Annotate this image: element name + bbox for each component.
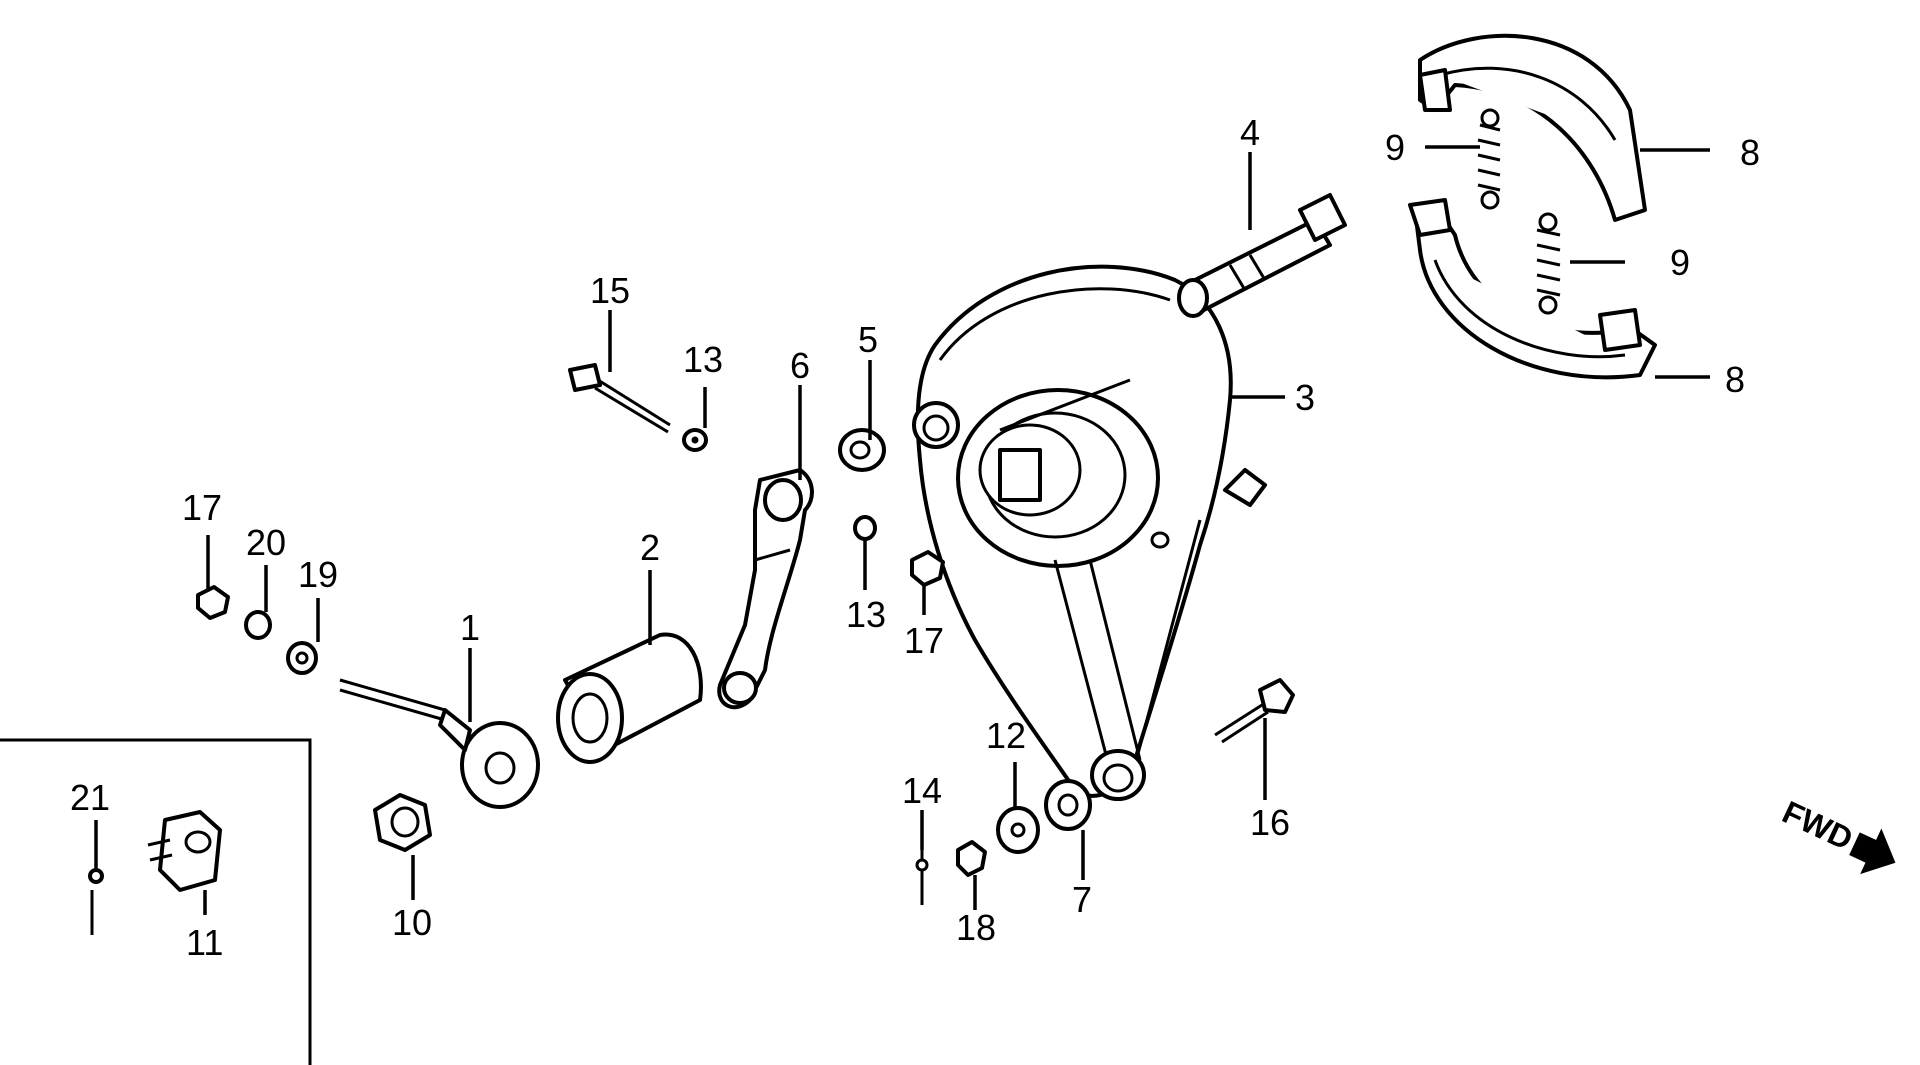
callout-7: 7	[1072, 879, 1092, 920]
washer-part-12	[996, 806, 1040, 854]
callout-20: 20	[246, 522, 286, 563]
callout-3: 3	[1295, 377, 1315, 418]
bolt-part-16	[1214, 678, 1295, 744]
brake-arm-part-6	[717, 468, 814, 710]
callout-labels: 1 2 3 4 5 6 7 8 8 9 9 10 11 12 13 13 14 …	[70, 112, 1760, 963]
switch-part-11	[147, 810, 222, 892]
chain-adjuster-part-1	[339, 678, 540, 809]
callout-15: 15	[590, 270, 630, 311]
leader-lines	[94, 145, 1710, 915]
collar-part-2	[556, 632, 703, 764]
inset-frame	[0, 738, 312, 1065]
callout-8-upper: 8	[1740, 132, 1760, 173]
indicator-plate-part-5	[838, 428, 886, 472]
callout-8-lower: 8	[1725, 359, 1745, 400]
callout-6: 6	[790, 345, 810, 386]
washer-part-13-lower	[853, 515, 877, 541]
callout-2: 2	[640, 527, 660, 568]
callout-18: 18	[956, 907, 996, 948]
callout-13-upper: 13	[683, 339, 723, 380]
callout-17-left: 17	[182, 487, 222, 528]
washer-part-20	[244, 610, 272, 640]
nut-part-17-left	[196, 585, 230, 620]
callout-17-right: 17	[904, 620, 944, 661]
washer-part-13-upper	[682, 428, 708, 452]
brake-cam-part-4	[1177, 193, 1347, 318]
callout-11: 11	[186, 922, 223, 963]
spring-upper-part-9	[1477, 108, 1501, 210]
callout-9-lower: 9	[1670, 242, 1690, 283]
callout-16: 16	[1250, 802, 1290, 843]
brake-panel-part-3	[912, 264, 1267, 801]
callout-12: 12	[986, 715, 1026, 756]
bolt-part-15	[568, 363, 671, 434]
washer-part-19	[286, 641, 318, 675]
brake-shoe-upper-part-8	[1418, 33, 1647, 222]
washer-part-7	[1044, 779, 1092, 831]
screw-part-21	[88, 868, 104, 935]
callout-13-lower: 13	[846, 594, 886, 635]
spring-lower-part-9	[1536, 212, 1561, 315]
callout-5: 5	[858, 319, 878, 360]
nut-part-17-right	[910, 550, 945, 587]
callout-21: 21	[70, 777, 110, 818]
callout-19: 19	[298, 554, 338, 595]
axle-nut-part-10	[373, 793, 432, 852]
brake-shoe-lower-part-8	[1408, 198, 1657, 380]
cotter-pin-part-14	[915, 850, 929, 905]
callout-14: 14	[902, 770, 942, 811]
fwd-label: FWD	[1777, 794, 1858, 857]
callout-9-upper: 9	[1385, 127, 1405, 168]
callout-10: 10	[392, 902, 432, 943]
callout-1: 1	[460, 607, 480, 648]
fwd-arrow-icon: FWD	[1777, 794, 1896, 875]
callout-4: 4	[1240, 112, 1260, 153]
nut-part-18	[956, 840, 987, 877]
